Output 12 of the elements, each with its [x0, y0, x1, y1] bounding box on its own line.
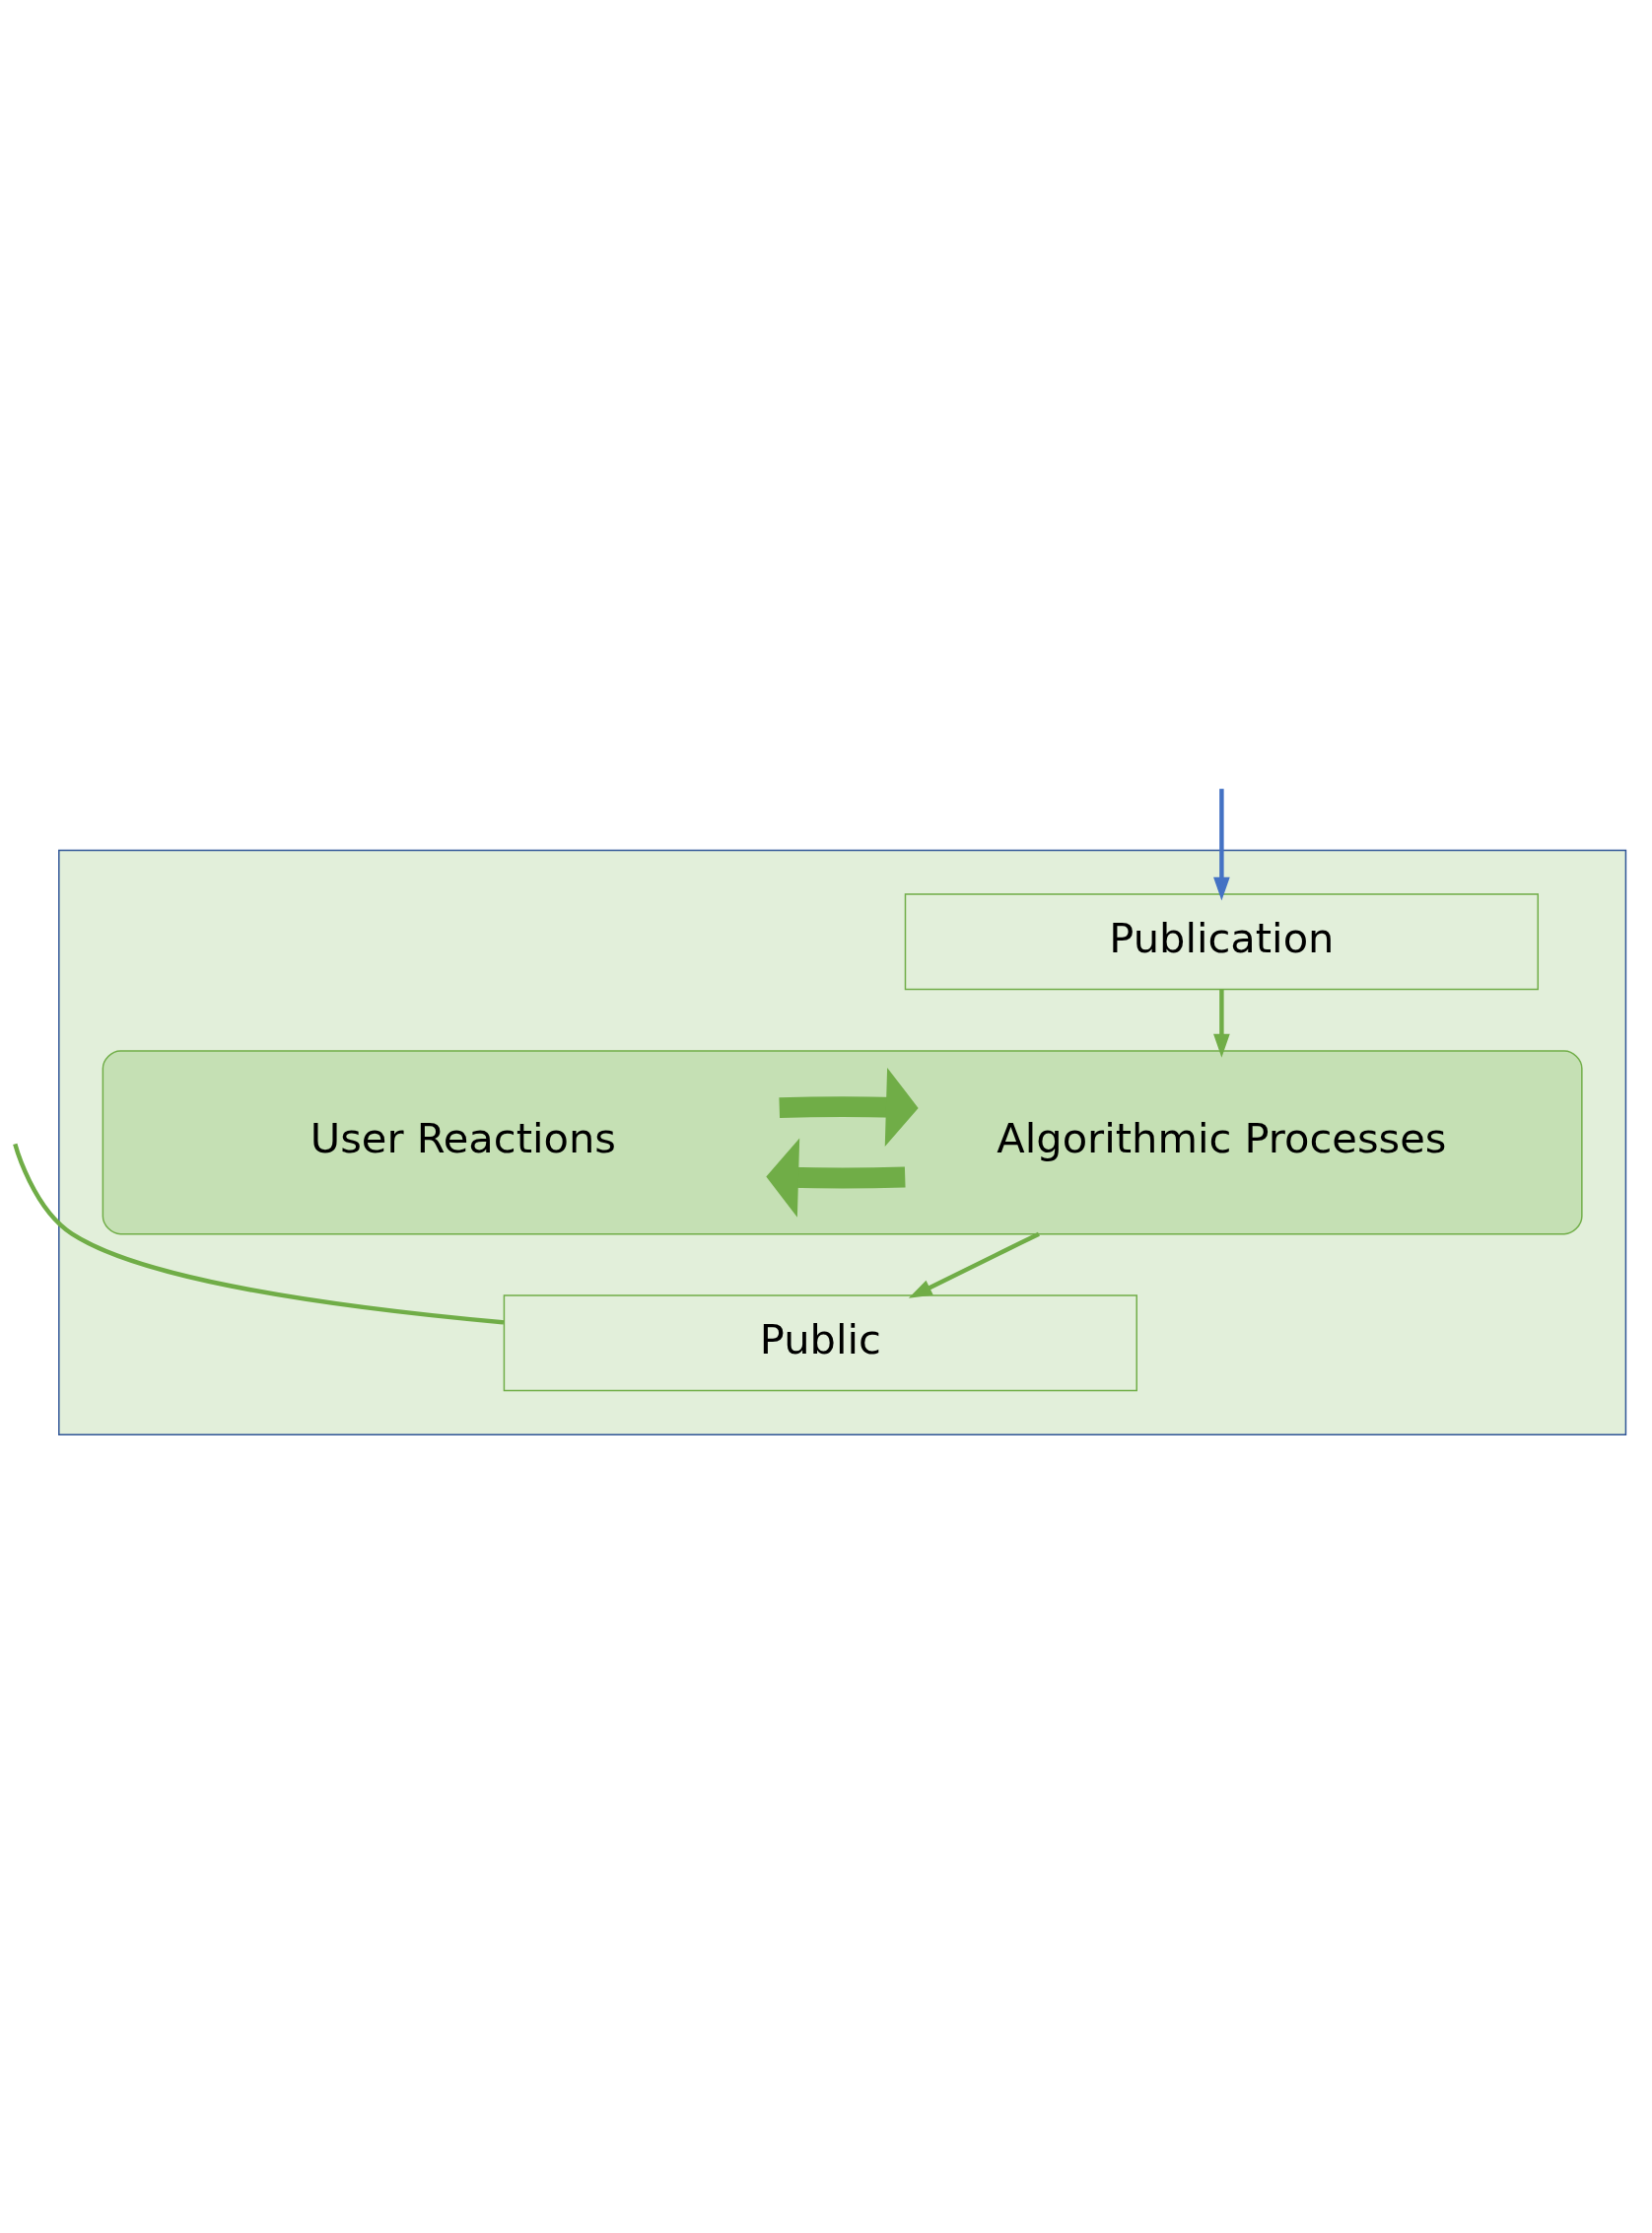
- node-text: User Reactions: [310, 1113, 616, 1162]
- node-box: Public: [503, 1293, 1137, 1391]
- cluster: [102, 1049, 1583, 1234]
- node-box: Publication: [904, 892, 1540, 990]
- arrow: [1213, 989, 1230, 1058]
- arrow: [908, 1231, 1040, 1298]
- node-text: Algorithmic Processes: [997, 1113, 1447, 1162]
- arrow: [779, 1067, 919, 1147]
- connector: [13, 1143, 505, 1325]
- arrow: [766, 1138, 906, 1218]
- cluster: [58, 849, 1627, 1435]
- arrow: [1213, 788, 1230, 901]
